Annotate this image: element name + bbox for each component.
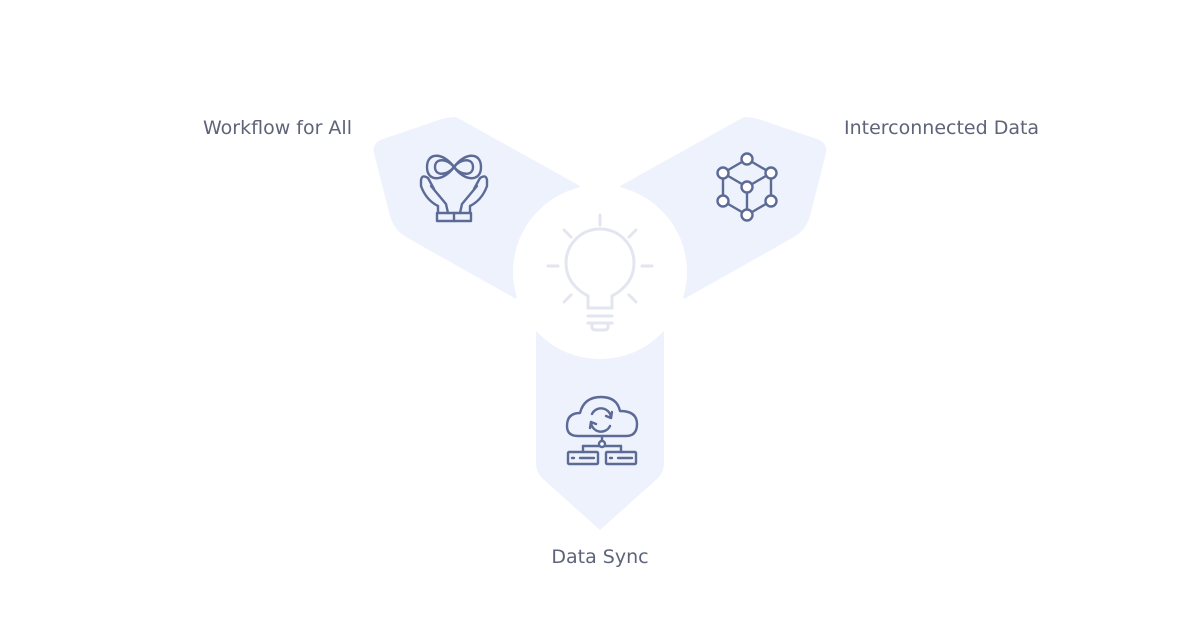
center-hub xyxy=(513,185,687,359)
label-workflow-for-all: Workflow for All xyxy=(202,117,352,139)
petal-data-sync xyxy=(536,330,664,530)
cloud-sync-servers-icon xyxy=(565,395,639,466)
label-data-sync: Data Sync xyxy=(551,546,649,568)
label-interconnected-data: Interconnected Data xyxy=(844,117,1040,139)
infinity-hands-icon xyxy=(419,154,489,223)
network-cube-icon xyxy=(716,152,778,222)
lightbulb-icon xyxy=(546,213,654,332)
